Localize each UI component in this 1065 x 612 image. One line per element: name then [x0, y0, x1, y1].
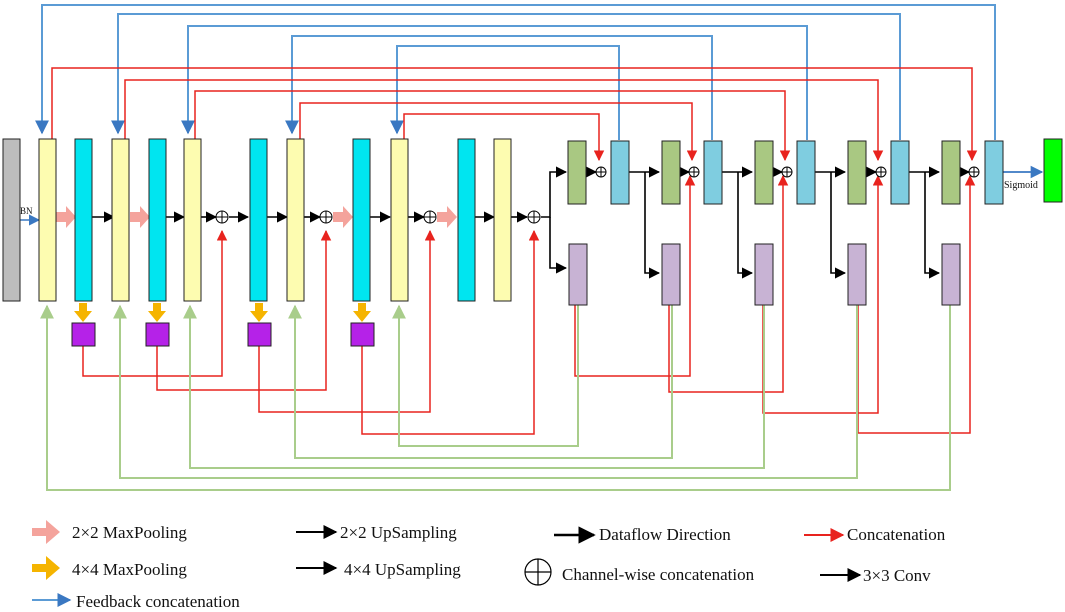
- legend-channelwise: Channel-wise concatenation: [562, 565, 755, 584]
- encoder-flow: [92, 166, 568, 274]
- top-concatenation-lines: [51, 67, 978, 162]
- yellow-block: [38, 138, 57, 302]
- feedback-line-3: [181, 25, 808, 140]
- maxpool4-legend-icon: [32, 556, 60, 580]
- yellow-block: [390, 138, 409, 302]
- input-block: [2, 138, 21, 302]
- channelwise-concat-nodes: [215, 166, 980, 224]
- feedback-line-1: [35, 4, 996, 140]
- feedback-line-2: [111, 13, 901, 140]
- bn-label: BN: [20, 206, 33, 216]
- cyan-block: [249, 138, 268, 302]
- pool4-blocks: [71, 322, 375, 347]
- legend-concatenation: Concatenation: [847, 525, 946, 544]
- encoder-blocks: [2, 138, 512, 302]
- legend-maxpool4: 4×4 MaxPooling: [72, 560, 187, 579]
- maxpool4-arrows: [74, 303, 371, 322]
- yellow-block: [111, 138, 130, 302]
- legend-feedback: Feedback concatenation: [76, 592, 240, 611]
- cyan-block: [74, 138, 93, 302]
- green-skip-lines: [40, 304, 951, 491]
- legend-upsample2: 2×2 UpSampling: [340, 523, 457, 542]
- decoder-flow: [585, 166, 971, 279]
- maxpool2-legend-icon: [32, 520, 60, 544]
- output-block: [1043, 138, 1063, 203]
- feedback-line-5: [390, 45, 620, 140]
- maxpool2-arrows: [56, 206, 457, 228]
- feedback-line-4: [285, 35, 713, 140]
- yellow-block: [286, 138, 305, 302]
- feedback-connections: [35, 4, 996, 140]
- legend-upsample4: 4×4 UpSampling: [344, 560, 461, 579]
- decoder-blocks: [567, 138, 1063, 306]
- sigmoid-label: Sigmoid: [1004, 180, 1038, 191]
- cyan-block: [352, 138, 371, 302]
- yellow-block: [183, 138, 202, 302]
- legend-maxpool2: 2×2 MaxPooling: [72, 523, 187, 542]
- yellow-block: [493, 138, 512, 302]
- legend: 2×2 MaxPooling 2×2 UpSampling Dataflow D…: [32, 520, 946, 611]
- legend-dataflow: Dataflow Direction: [599, 525, 731, 544]
- channelwise-legend-icon: [524, 558, 552, 586]
- legend-conv: 3×3 Conv: [863, 566, 931, 585]
- cyan-block: [148, 138, 167, 302]
- cyan-block: [457, 138, 476, 302]
